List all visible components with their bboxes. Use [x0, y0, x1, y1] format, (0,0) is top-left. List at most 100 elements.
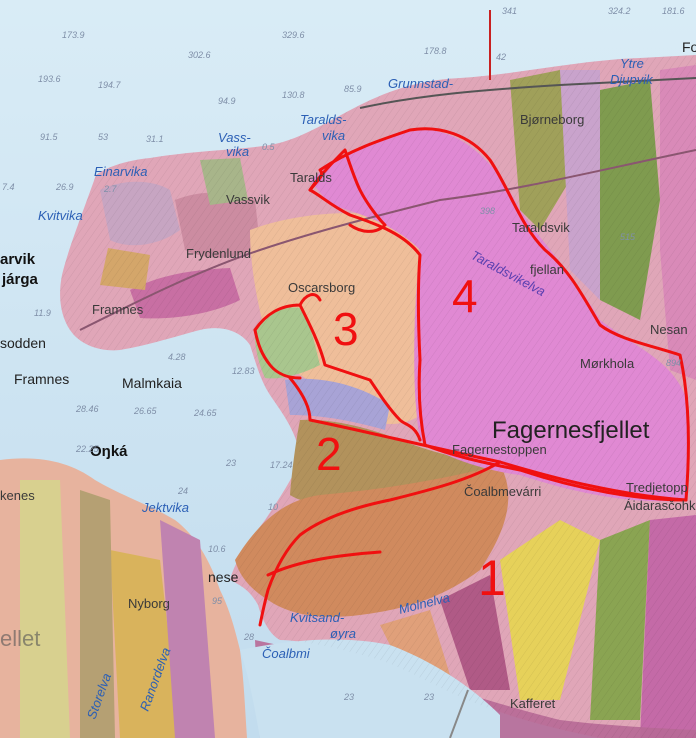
powerline-south — [449, 689, 469, 738]
water-label-jektvika: Jektvika — [141, 500, 189, 515]
place-oscarsborg: Oscarsborg — [288, 280, 355, 295]
water-label-ytre: Ytre — [620, 56, 644, 71]
depth-16: 7.4 — [2, 182, 15, 192]
zone-number-4: 4 — [452, 270, 478, 322]
zone-4-outline — [308, 127, 690, 502]
depth-30: 23 — [343, 692, 354, 702]
zone-south-stripe-c — [160, 520, 215, 738]
depth-7: 42 — [496, 52, 506, 62]
depth-21: 12.83 — [232, 366, 255, 376]
water-label-oyra: øyra — [330, 626, 356, 641]
depth-25: 22.25 — [75, 444, 100, 454]
depth-13: 91.5 — [40, 132, 59, 142]
zone-south-stripe-b — [110, 550, 180, 738]
depth-11: 130.8 — [282, 90, 305, 100]
depth-15: 31.1 — [146, 134, 164, 144]
water-label-vassvika-2: vika — [226, 144, 249, 159]
place-morkhola: Mørkhola — [580, 356, 635, 371]
place-aidarascohkka: Áidarasčohk — [624, 498, 696, 513]
depth-18: 2.7 — [103, 184, 118, 194]
zone-1-outline — [258, 460, 688, 627]
depth-22: 28.46 — [75, 404, 99, 414]
depth-36: 10 — [268, 502, 278, 512]
zone-number-1: 1 — [478, 550, 506, 606]
place-vassvik: Vassvik — [226, 192, 270, 207]
place-nyborg: Nyborg — [128, 596, 170, 611]
place-fo: Fo — [682, 39, 696, 55]
road-coast — [359, 77, 696, 109]
zone-3-outline — [253, 293, 422, 442]
depth-0: 341 — [502, 6, 517, 16]
depth-23: 26.65 — [133, 406, 158, 416]
depth-26: 23 — [225, 458, 236, 468]
zone-number-3: 3 — [333, 303, 359, 355]
depth-33: 515 — [620, 232, 636, 242]
place-labels: Fagernesfjellet Fagernestoppen Čoalbmevá… — [0, 39, 696, 711]
depth-8: 193.6 — [38, 74, 61, 84]
big-label-onka: Oŋká — [90, 443, 128, 460]
depth-35: 4.28 — [168, 352, 186, 362]
place-fagernesfjellet: Fagernesfjellet — [492, 417, 650, 444]
depth-1: 324.2 — [608, 6, 631, 16]
depth-4: 302.6 — [188, 50, 211, 60]
place-nesan: Nesan — [650, 322, 688, 337]
depth-2: 181.6 — [662, 6, 685, 16]
water-label-coalbmi: Čoalbmi — [262, 646, 311, 661]
depth-5: 329.6 — [282, 30, 305, 40]
place-kafferet: Kafferet — [510, 696, 556, 711]
place-framnes: Framnes — [92, 302, 144, 317]
depth-12: 85.9 — [344, 84, 362, 94]
place-bjorneborg: Bjørneborg — [520, 112, 584, 127]
place-frydenlund: Frydenlund — [186, 246, 251, 261]
zone-south-stripe-d — [80, 490, 115, 738]
water-label-djupvik: Djupvik — [610, 72, 654, 87]
zone-numbers: 4 3 2 1 — [316, 270, 506, 606]
place-taraldsvik: Taraldsvik — [512, 220, 570, 235]
place-tredjetoppen: Tredjetopp — [626, 480, 688, 495]
depth-9: 194.7 — [98, 80, 122, 90]
zone-outlines — [253, 127, 690, 627]
depth-34: 894 — [666, 358, 681, 368]
place-fagernestoppen: Fagernestoppen — [452, 442, 547, 457]
place-sodden: sodden — [0, 335, 46, 351]
water-label-kvitsand: Kvitsand- — [290, 610, 345, 625]
strait — [240, 639, 500, 738]
depth-3: 173.9 — [62, 30, 85, 40]
zone-number-2: 2 — [316, 428, 342, 480]
depth-29: 10.6 — [208, 544, 226, 554]
depth-24: 24.65 — [193, 408, 218, 418]
place-nese: nese — [208, 569, 239, 585]
place-kenes: kenes — [0, 488, 35, 503]
depth-labels: 341 324.2 181.6 173.9 302.6 329.6 178.8 … — [2, 6, 685, 702]
place-malmkaia: Malmkaia — [122, 375, 182, 391]
zone-south-stripe-a — [20, 480, 70, 738]
water-label-taraldsvika-2: vika — [322, 128, 345, 143]
depth-38: 95 — [212, 596, 223, 606]
water-label-einarvika: Einarvika — [94, 164, 147, 179]
place-fjellan: fjellan — [530, 262, 564, 277]
depth-27: 17.24 — [270, 460, 293, 470]
contour-overlay — [60, 55, 696, 738]
depth-31: 23 — [423, 692, 434, 702]
depth-14: 53 — [98, 132, 108, 142]
depth-37: 28 — [243, 632, 254, 642]
depth-32: 398 — [480, 206, 495, 216]
place-elvet: ellet — [0, 626, 40, 651]
water-label-grunnstad: Grunnstad- — [388, 76, 454, 91]
place-coalbmevarri: Čoalbmevárri — [464, 484, 541, 499]
depth-28: 24 — [177, 486, 188, 496]
water-label-taraldsvika: Taralds- — [300, 112, 347, 127]
water-label-vassvika: Vass- — [218, 130, 251, 145]
depth-6: 178.8 — [424, 46, 447, 56]
depth-17: 26.9 — [55, 182, 74, 192]
big-label-narvik-sami: járga — [1, 271, 39, 288]
place-framnes-2: Framnes — [14, 371, 69, 387]
water-label-kvitvika: Kvitvika — [38, 208, 83, 223]
depth-10: 94.9 — [218, 96, 236, 106]
zone-top-bump — [308, 148, 387, 233]
depth-19: 0.5 — [262, 142, 276, 152]
depth-20: 11.9 — [34, 308, 51, 318]
place-taralds: Taralds — [290, 170, 332, 185]
